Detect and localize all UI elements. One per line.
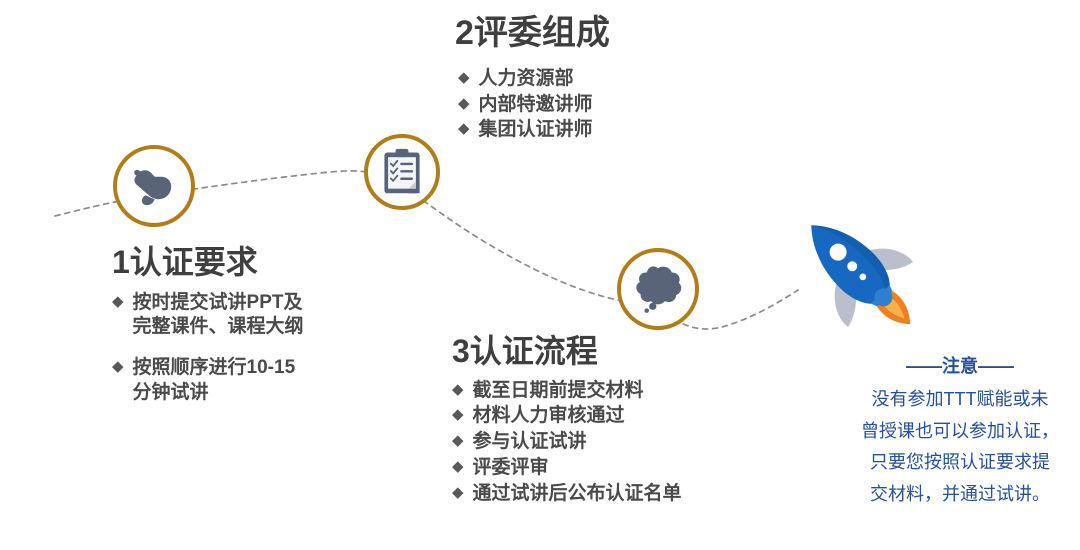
rocket-window-3 [859,273,867,281]
list-item-label: 参与认证试讲 [472,431,587,453]
list-item: ◆ 按时提交试讲PPT及 完整课件、课程大纲 [112,291,372,340]
section-3: 3认证流程 ◆ 截至日期前提交材料 ◆ 材料人力审核通过 ◆ 参与认证试讲 ◆ … [452,333,752,507]
list-item-label: 内部特邀讲师 [478,93,593,115]
dashed-route-path [54,170,799,330]
list-item-label: 按照顺序进行10-15 分钟试讲 [132,357,296,403]
pointing-hand-icon [134,169,172,206]
list-item-label: 材料人力审核通过 [472,405,625,427]
milestone-node-2[interactable] [364,134,440,210]
section-2-bullets: ◆ 人力资源部 ◆ 内部特邀讲师 ◆ 集团认证讲师 [458,67,715,143]
note-line: 只要您按照认证要求提 [870,452,1050,472]
section-1-bullets: ◆ 按时提交试讲PPT及 完整课件、课程大纲 ◆ 按照顺序进行10-15 分钟试… [112,291,372,406]
list-item: ◆ 参与认证试讲 [452,430,752,455]
list-item: ◆ 通过试讲后公布认证名单 [452,482,752,507]
diamond-bullet-icon: ◆ [452,406,464,424]
diamond-bullet-icon: ◆ [452,380,464,398]
list-item: ◆ 按照顺序进行10-15 分钟试讲 [112,356,372,405]
list-item-label: 评委评审 [472,456,549,478]
rocket-window-2 [847,261,858,272]
note-line: 曾授课也可以参加认证， [861,420,1059,441]
section-3-bullets: ◆ 截至日期前提交材料 ◆ 材料人力审核通过 ◆ 参与认证试讲 ◆ 评委评审 ◆… [452,379,752,506]
list-item: ◆ 集团认证讲师 [458,118,715,143]
milestone-node-3[interactable] [617,248,699,330]
diamond-bullet-icon: ◆ [452,457,464,475]
section-3-title: 3认证流程 [452,333,598,369]
section-2: 2评委组成 ◆ 人力资源部 ◆ 内部特邀讲师 ◆ 集团认证讲师 [455,14,715,144]
list-item: ◆ 人力资源部 [458,67,715,92]
section-1-title: 1认证要求 [112,244,258,280]
diamond-bullet-icon: ◆ [458,69,470,87]
clipboard-checklist-icon [384,148,420,194]
note-heading: ——注意—— [906,356,1014,376]
section-2-title: 2评委组成 [455,14,610,52]
note-line: 没有参加TTT赋能或未 [871,389,1049,409]
diamond-bullet-icon: ◆ [452,432,464,450]
list-item: ◆ 评委评审 [452,456,752,481]
list-item-label: 通过试讲后公布认证名单 [472,482,682,504]
diamond-bullet-icon: ◆ [112,358,124,376]
list-item-label: 人力资源部 [478,68,574,90]
note-line: 交材料，并通过试讲。 [870,483,1050,504]
list-item-label: 集团认证讲师 [478,119,593,141]
list-item: ◆ 内部特邀讲师 [458,93,715,118]
milestone-node-1[interactable] [113,145,195,227]
diamond-bullet-icon: ◆ [458,120,470,138]
diamond-bullet-icon: ◆ [458,94,470,112]
section-1: 1认证要求 ◆ 按时提交试讲PPT及 完整课件、课程大纲 ◆ 按照顺序进行10-… [112,244,372,422]
diamond-bullet-icon: ◆ [452,483,464,501]
list-item-label: 按时提交试讲PPT及 完整课件、课程大纲 [132,291,304,338]
note-panel: ——注意—— 没有参加TTT赋能或未 曾授课也可以参加认证， 只要您按照认证要求… [855,352,1065,510]
thought-bubble-icon [636,266,682,313]
list-item-label: 截至日期前提交材料 [472,379,644,401]
rocket-window-1 [829,243,847,261]
list-item: ◆ 材料人力审核通过 [452,404,752,429]
list-item: ◆ 截至日期前提交材料 [452,379,752,404]
diamond-bullet-icon: ◆ [112,292,124,310]
rocket-icon [811,225,914,328]
